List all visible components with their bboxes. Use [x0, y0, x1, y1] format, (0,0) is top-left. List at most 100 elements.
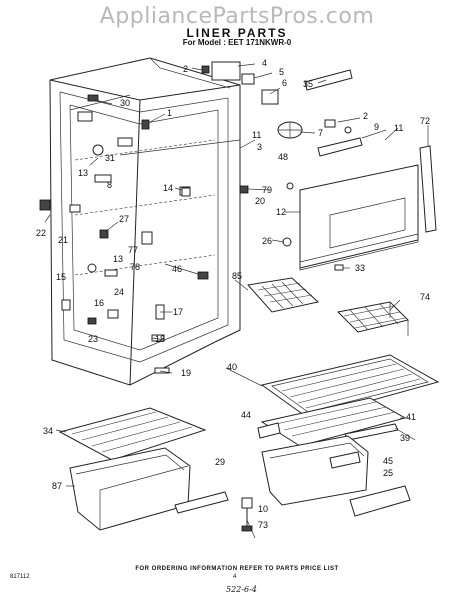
callout-31: 31: [105, 153, 115, 163]
light-socket-part: [141, 119, 150, 130]
screw-part: [104, 269, 118, 277]
callout-8: 8: [107, 180, 112, 190]
callout-34: 34: [43, 426, 53, 436]
callout-2: 2: [183, 64, 188, 74]
catalog-number: 817112: [10, 574, 30, 580]
screw-part: [201, 65, 210, 74]
callout-2b: 2: [363, 111, 368, 121]
breaker-strip-part: [419, 145, 437, 233]
callout-11: 11: [394, 123, 403, 133]
model-prefix: For Model: [182, 38, 221, 47]
liner-cabinet: [49, 57, 241, 386]
washer-part: [87, 263, 97, 273]
cabinet-hardware: [39, 94, 209, 374]
callout-11b: 11: [252, 130, 261, 140]
crisper-support-part: [174, 491, 229, 514]
callout-72: 72: [420, 116, 430, 126]
callout-21: 21: [58, 235, 68, 245]
callout-39: 39: [400, 433, 410, 443]
callout-16: 16: [94, 298, 104, 308]
callout-27: 27: [119, 214, 129, 224]
callout-46: 46: [172, 264, 182, 274]
seal-strip-part: [304, 69, 353, 91]
callout-25: 25: [383, 468, 393, 478]
callout-3: 3: [257, 142, 262, 152]
callout-48: 48: [278, 152, 288, 162]
air-duct-part: [317, 137, 363, 157]
evaporator-assembly: [181, 61, 437, 271]
callout-24: 24: [114, 287, 124, 297]
fan-motor-part: [261, 89, 279, 105]
callout-20: 20: [255, 196, 265, 206]
grommet-part: [92, 144, 104, 156]
hinge-pin-part: [141, 231, 153, 245]
callout-78: 78: [130, 262, 140, 272]
callout-22: 22: [36, 228, 46, 238]
callout-labels: 2 4 5 6 35 30 1 7 2 9 11 11 72 48 3 31 1…: [36, 58, 430, 530]
rail-bracket-part: [69, 204, 81, 213]
bolt-part: [154, 367, 170, 374]
callout-4: 4: [262, 58, 267, 68]
crisper-assembly-left: [58, 407, 229, 531]
switch-part: [117, 137, 133, 147]
clip-part: [94, 174, 112, 183]
callout-45: 45: [383, 456, 393, 466]
callout-5: 5: [279, 67, 284, 77]
callout-13: 13: [78, 168, 88, 178]
callout-18: 18: [155, 334, 165, 344]
crisper-assembly-right: [257, 397, 411, 517]
bracket-part: [241, 73, 255, 85]
watermark: AppliancePartsPros.com: [99, 4, 375, 29]
support-part: [197, 271, 209, 280]
callout-7: 7: [318, 128, 323, 138]
callout-73: 73: [258, 520, 268, 530]
screw-part: [87, 317, 97, 325]
callout-6: 6: [282, 78, 287, 88]
leveling-leg-part: [241, 525, 253, 532]
callout-40: 40: [227, 362, 237, 372]
model-number: :: [223, 38, 229, 47]
callout-33: 33: [355, 263, 365, 273]
crisper-drawer: [261, 435, 369, 506]
crisper-cover-left: [58, 407, 207, 461]
cabinet-stop-part: [39, 199, 51, 211]
pantry-cover-part: [349, 485, 411, 517]
callout-12: 12: [276, 207, 286, 217]
callout-77: 77: [128, 245, 138, 255]
callout-87: 87: [52, 481, 62, 491]
callout-74: 74: [420, 292, 430, 302]
clip-part: [181, 187, 191, 197]
callout-26: 26: [262, 236, 272, 246]
callout-41: 41: [406, 412, 416, 422]
callout-10: 10: [258, 504, 268, 514]
shelf-support-part: [99, 229, 109, 239]
model-value: EET 171NKWR-0: [228, 38, 292, 47]
page-number: 4: [233, 574, 237, 580]
callout-17: 17: [173, 307, 183, 317]
page-title: LINER PARTS: [186, 26, 288, 40]
control-knob-part: [87, 94, 99, 102]
ice-tray: [247, 277, 320, 313]
clip-part: [324, 119, 336, 128]
ordering-note: FOR ORDERING INFORMATION REFER TO PARTS …: [135, 566, 339, 572]
leader-lines: [44, 63, 429, 539]
callout-19: 19: [181, 368, 191, 378]
main-shelf: [260, 354, 440, 419]
crisper-rail: [329, 451, 361, 469]
callout-9: 9: [374, 122, 379, 132]
callout-85: 85: [232, 271, 242, 281]
small-wire-shelf: [336, 301, 409, 336]
model-line: For Model : EET 171NKWR-0: [0, 38, 474, 47]
screw-part: [286, 182, 294, 190]
caster-part: [241, 497, 253, 509]
callout-1: 1: [167, 108, 172, 118]
hinge-cover-part: [239, 185, 249, 194]
revision-stamp: 522-6-4: [226, 585, 257, 594]
screw-part: [344, 126, 352, 134]
callout-44: 44: [241, 410, 251, 420]
callout-29: 29: [215, 457, 225, 467]
screw-part: [334, 264, 344, 271]
shelf-end-cap: [257, 422, 281, 439]
bracket-part: [77, 111, 93, 122]
